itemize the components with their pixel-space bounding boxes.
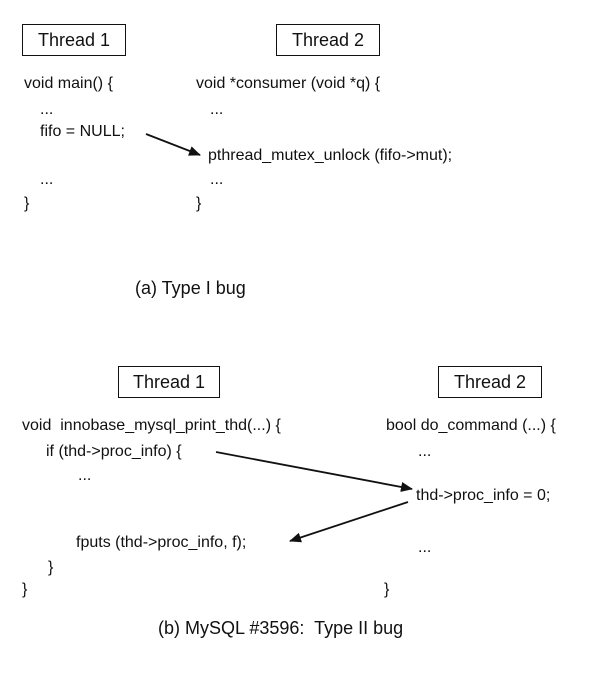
code-line-a2-3: ...: [210, 171, 224, 188]
code-line-b2-4: }: [384, 581, 390, 598]
code-line-a2-2: pthread_mutex_unlock (fifo->mut);: [208, 147, 453, 164]
code-line-a1-1: ...: [40, 101, 54, 118]
thread1-label-a: Thread 1: [37, 30, 111, 50]
thread2-box-b: Thread 2: [438, 366, 542, 398]
code-line-b1-4: }: [48, 559, 54, 576]
thread2-box-a: Thread 2: [276, 24, 380, 56]
arrow-b2: [289, 501, 409, 543]
arrow-b1: [215, 451, 413, 492]
code-line-b1-5: }: [22, 581, 28, 598]
caption-a: (a) Type I bug: [135, 278, 246, 298]
code-line-b1-0: void innobase_mysql_print_thd(...) {: [22, 417, 281, 434]
code-line-b2-2: thd->proc_info = 0;: [416, 487, 551, 504]
code-line-b1-2: ...: [78, 467, 92, 484]
thread2-label-b: Thread 2: [453, 372, 527, 392]
arrow-a: [145, 133, 201, 156]
code-line-a1-4: }: [24, 195, 30, 212]
thread1-box-a: Thread 1: [22, 24, 126, 56]
code-line-a1-3: ...: [40, 171, 54, 188]
code-line-a2-1: ...: [210, 101, 224, 118]
code-line-b2-0: bool do_command (...) {: [386, 417, 556, 434]
thread2-label-a: Thread 2: [291, 30, 365, 50]
code-line-a1-0: void main() {: [24, 75, 113, 92]
code-line-b1-1: if (thd->proc_info) {: [46, 443, 182, 460]
code-line-b1-3: fputs (thd->proc_info, f);: [76, 534, 247, 551]
code-line-b2-1: ...: [418, 443, 432, 460]
thread1-box-b: Thread 1: [118, 366, 220, 398]
code-line-a2-4: }: [196, 195, 202, 212]
thread1-label-b: Thread 1: [132, 372, 206, 392]
code-line-b2-3: ...: [418, 539, 432, 556]
code-line-a2-0: void *consumer (void *q) {: [196, 75, 381, 92]
caption-b: (b) MySQL #3596: Type II bug: [158, 618, 404, 638]
code-line-a1-2: fifo = NULL;: [40, 123, 125, 140]
